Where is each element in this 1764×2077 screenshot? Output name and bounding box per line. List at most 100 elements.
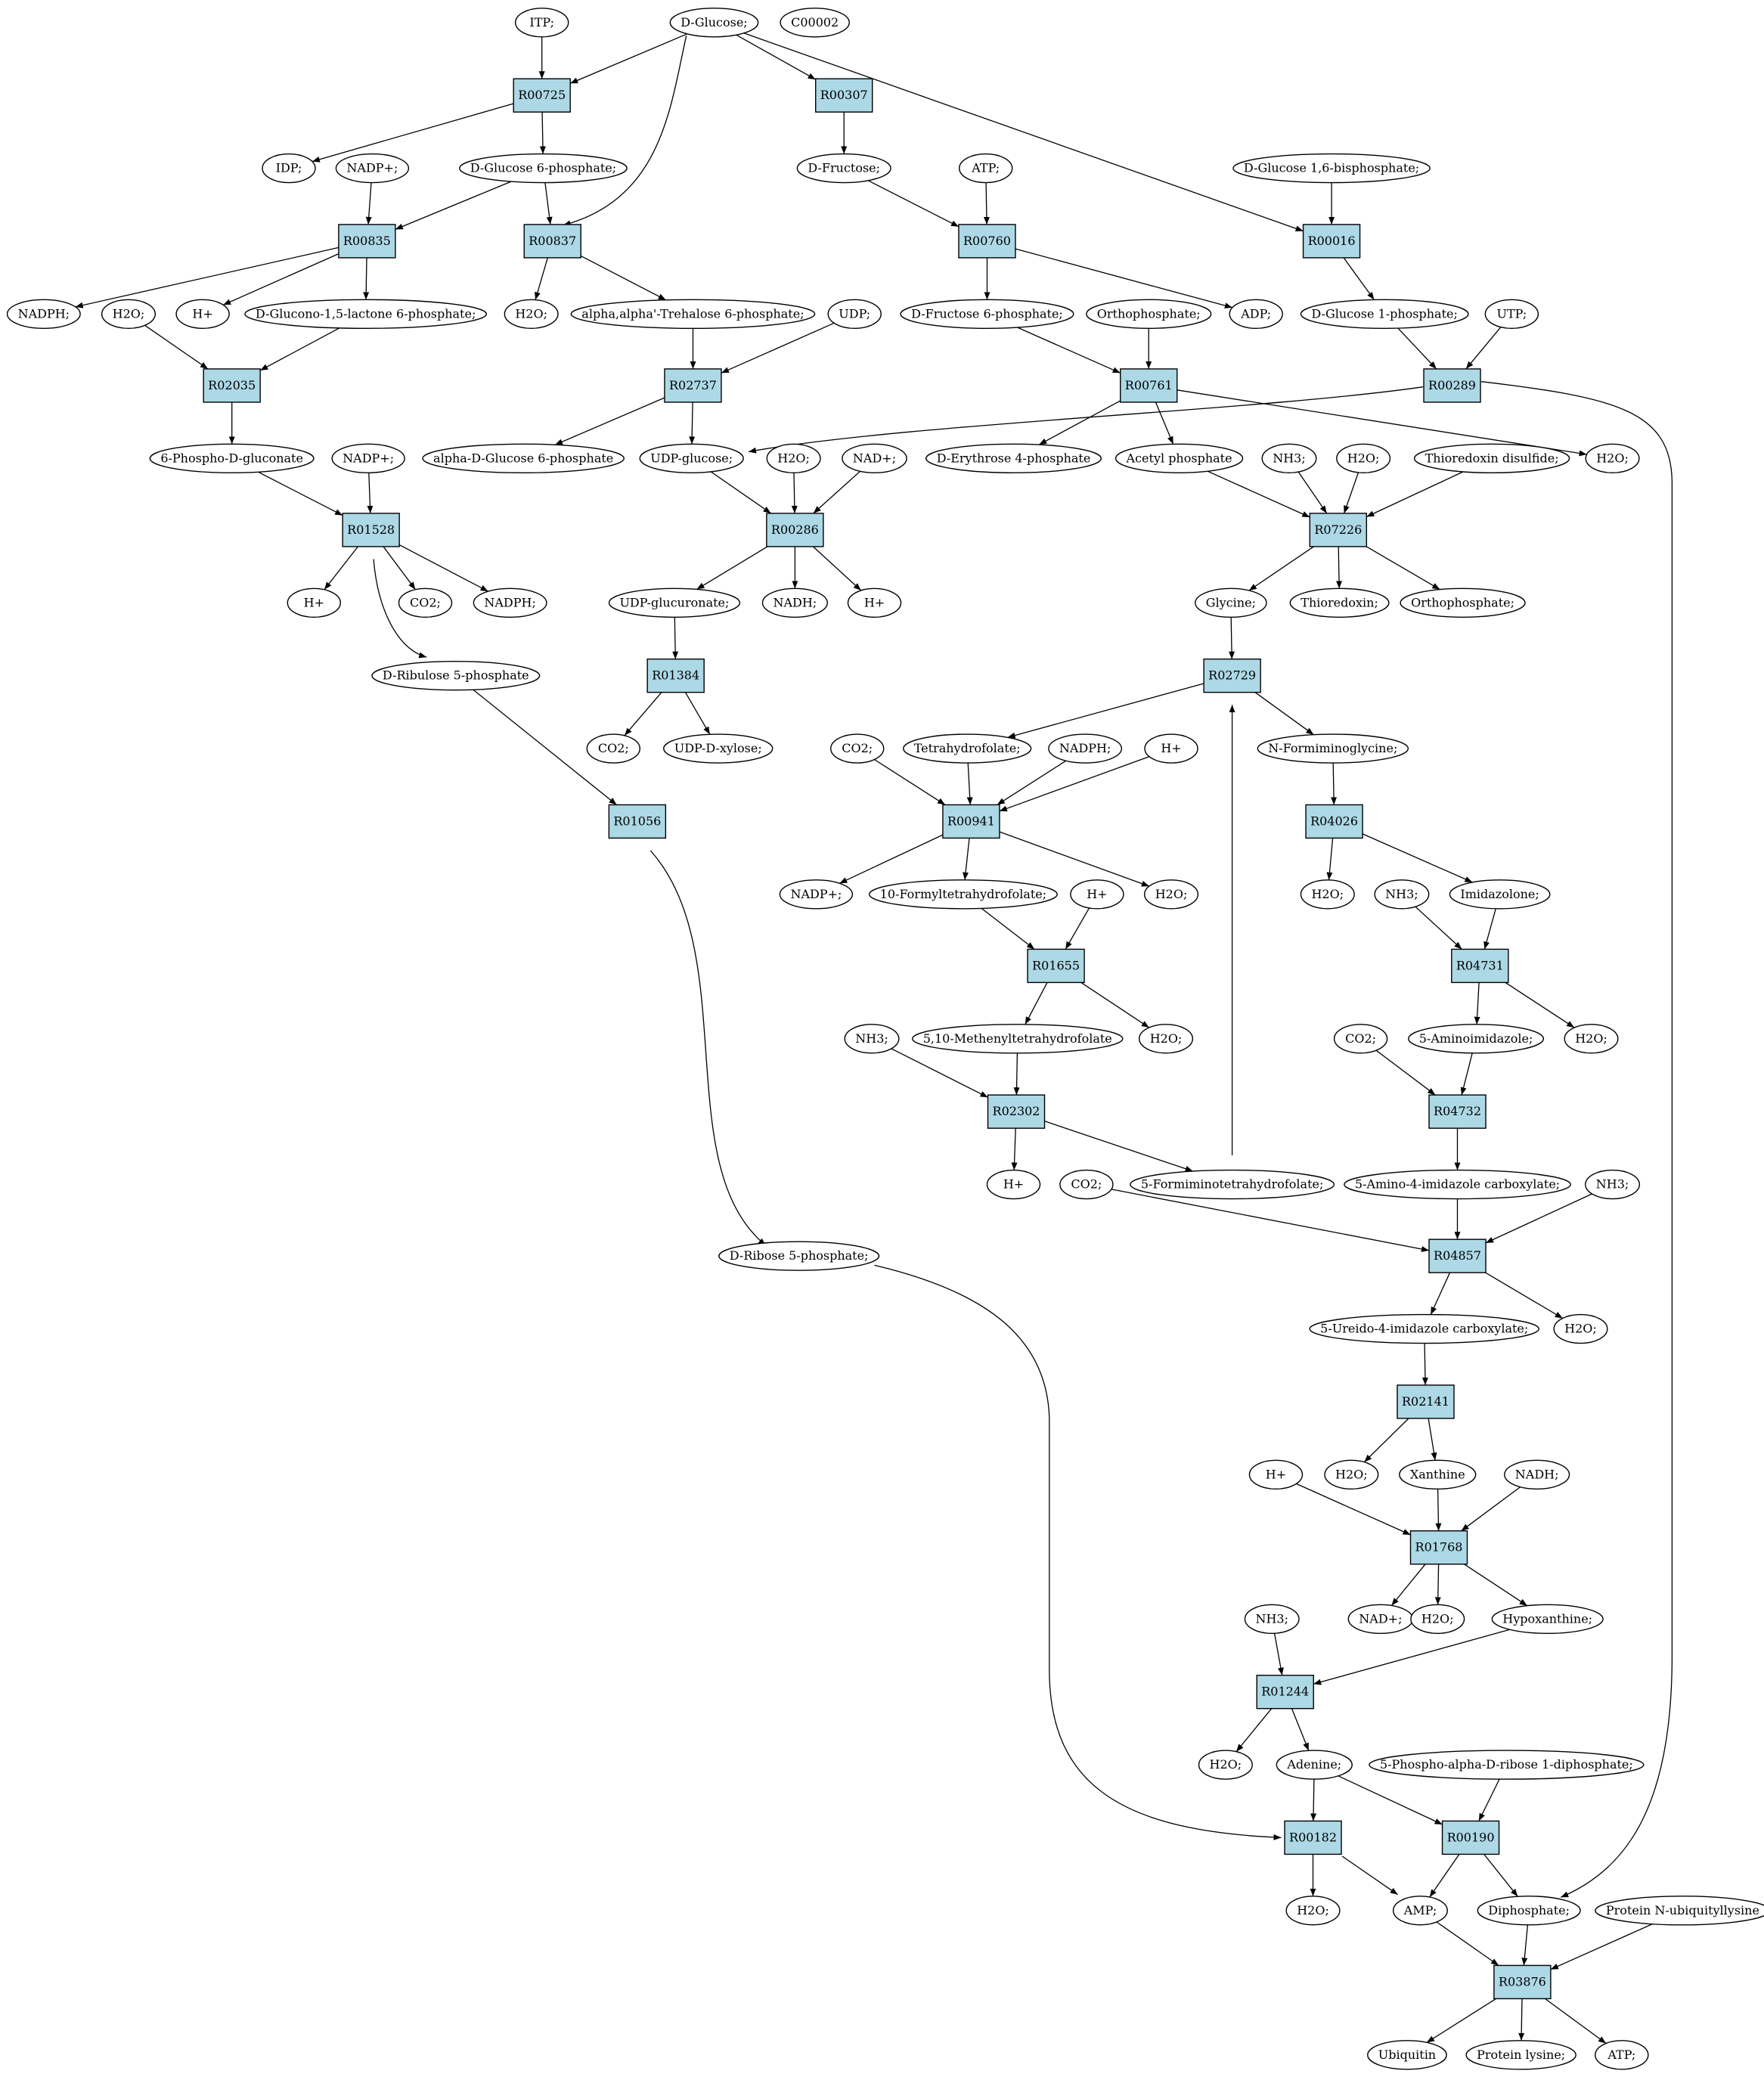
node-label: Glycine; <box>1206 595 1256 609</box>
node-label: R04732 <box>1434 1104 1481 1118</box>
node-label: NH3; <box>855 1031 888 1046</box>
edge-nh3_1-to-R07226 <box>1297 471 1328 514</box>
compound-ellipse <box>842 443 907 473</box>
compound-ellipse <box>1144 879 1199 910</box>
compound-node-h2o_11: H2O; <box>1324 1459 1379 1490</box>
edge-g6p-to-R00837 <box>544 182 553 225</box>
compound-ellipse <box>796 153 891 184</box>
reaction-node-R01244: R01244 <box>1256 1674 1314 1710</box>
compound-ellipse <box>1408 1024 1545 1054</box>
compound-ellipse <box>1369 1750 1645 1780</box>
edge-co2_5-to-R04857 <box>1111 1189 1430 1252</box>
compound-ellipse <box>287 587 341 618</box>
compound-node-hplus_2: H+ <box>287 587 341 618</box>
compound-ellipse <box>847 587 902 618</box>
node-label: R02302 <box>993 1104 1040 1118</box>
compound-node-h2o_4: H2O; <box>1336 443 1391 473</box>
compound-node-g1p: D-Glucose 1-phosphate; <box>1300 299 1469 329</box>
compound-node-formiminothf: 5-Formiminotetrahydrofolate; <box>1130 1169 1335 1200</box>
node-label: N-Formiminoglycine; <box>1268 741 1397 755</box>
compound-node-ribulose5p: D-Ribulose 5-phosphate <box>371 660 541 691</box>
reaction-node-R00725: R00725 <box>513 78 571 113</box>
edge-R01056-to-ribose5p <box>649 850 767 1246</box>
compound-ellipse <box>1115 443 1244 473</box>
node-label: ITP; <box>529 15 554 29</box>
edge-R02141-to-xanthine <box>1428 1418 1437 1461</box>
compound-node-c00002: C00002 <box>780 8 850 38</box>
compound-node-nadp_1: NADP+; <box>335 153 410 184</box>
reaction-box <box>1409 1530 1468 1565</box>
compound-node-atp_1: ATP; <box>959 153 1013 184</box>
compound-ellipse <box>1289 587 1390 618</box>
node-label: H+ <box>864 595 885 609</box>
compound-ellipse <box>422 443 625 473</box>
compound-node-h2o_5: H2O; <box>1585 443 1640 473</box>
compound-node-udpglucose: UDP-glucose; <box>639 443 744 473</box>
reaction-node-R02035: R02035 <box>203 368 261 403</box>
node-label: R02035 <box>208 378 256 392</box>
edge-hplus_5-to-R01655 <box>1065 907 1090 950</box>
edge-R01528-to-hplus_2 <box>324 546 358 591</box>
edge-R00837-to-h2o_2 <box>535 257 548 300</box>
reaction-node-R00835: R00835 <box>338 224 396 259</box>
edge-R00835-to-nadph_1 <box>75 246 339 308</box>
edge-R00286-to-hplus_3 <box>812 546 862 591</box>
edge-glycine-to-R02729 <box>1229 617 1235 659</box>
reaction-node-R00190: R00190 <box>1441 1820 1500 1855</box>
compound-node-co2_5: CO2; <box>1059 1169 1114 1200</box>
compound-node-h2o_13: H2O; <box>1198 1750 1253 1780</box>
node-label: H2O; <box>1297 1903 1329 1917</box>
edge-R02302-to-formiminothf <box>1044 1121 1193 1172</box>
node-label: ATP; <box>971 161 1000 175</box>
compound-ellipse <box>1333 1024 1388 1054</box>
edge-R00016-to-g1p <box>1343 257 1375 300</box>
compound-ellipse <box>1198 1750 1253 1780</box>
node-label: NH3; <box>1273 451 1306 465</box>
compound-ellipse <box>1595 2040 1649 2070</box>
node-label: 5-Amino-4-imidazole carboxylate; <box>1355 1177 1560 1192</box>
reaction-box <box>766 513 824 547</box>
reaction-node-R00837: R00837 <box>523 224 581 259</box>
compound-node-nadph_1: NADPH; <box>6 299 81 329</box>
reaction-node-R00286: R00286 <box>766 513 824 547</box>
reaction-box <box>1120 368 1178 403</box>
compound-ellipse <box>1553 1313 1608 1344</box>
compound-ellipse <box>779 879 854 910</box>
edge-h2o_4-to-R07226 <box>1343 472 1359 514</box>
compound-ellipse <box>262 153 316 184</box>
compound-ellipse <box>1324 1459 1379 1490</box>
compound-ellipse <box>1048 733 1123 764</box>
node-label: D-Glucose 1,6-bisphosphate; <box>1244 161 1419 175</box>
node-label: NADP+; <box>346 161 398 175</box>
reaction-box <box>342 513 400 547</box>
reaction-node-R00760: R00760 <box>958 224 1016 259</box>
node-label: UDP-D-xylose; <box>674 741 762 755</box>
edge-nh3_5-to-R01244 <box>1273 1633 1284 1676</box>
reaction-box <box>1027 948 1085 984</box>
node-label: NAD+; <box>853 451 896 465</box>
node-label: R03876 <box>1499 1974 1546 1989</box>
node-label: R01655 <box>1032 958 1080 972</box>
compound-ellipse <box>6 299 81 329</box>
edge-udp-to-R02737 <box>721 322 835 374</box>
compound-node-h2o_1: H2O; <box>101 299 156 329</box>
edge-aminoimidazole-to-R04732 <box>1460 1052 1473 1096</box>
edge-R00761-to-erythrose <box>1038 400 1121 445</box>
edge-ribulose5p-to-R01056 <box>473 689 617 805</box>
compound-node-h2o_7: H2O; <box>1300 879 1355 910</box>
node-label: CO2; <box>410 595 441 609</box>
compound-node-nh3_4: NH3; <box>1585 1169 1641 1200</box>
edge-g6p-to-R00835 <box>395 181 512 231</box>
compound-node-orthophosphate_2: Orthophosphate; <box>1400 587 1526 618</box>
reaction-box <box>1256 1674 1314 1710</box>
node-label: Diphosphate; <box>1488 1903 1570 1917</box>
reaction-box <box>608 804 667 839</box>
node-label: D-Ribose 5-phosphate; <box>730 1248 869 1263</box>
node-label: H+ <box>1087 887 1107 901</box>
edge-R00289-to-diphosphate <box>1481 381 1673 1898</box>
compound-ellipse <box>1564 1024 1619 1054</box>
compound-ellipse <box>371 660 541 691</box>
node-label: D-Erythrose 4-phosphate <box>937 451 1091 465</box>
compound-ellipse <box>1086 299 1212 329</box>
